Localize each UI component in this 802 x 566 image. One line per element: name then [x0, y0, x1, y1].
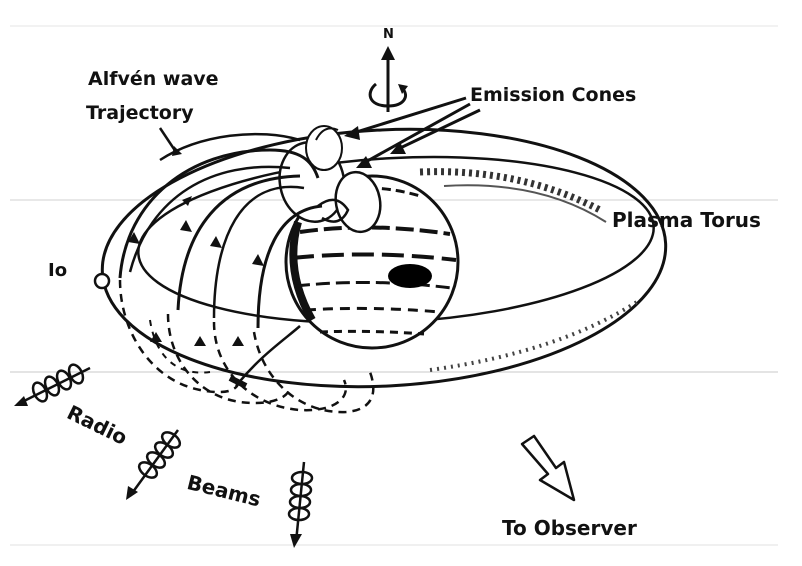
north-label: N: [383, 28, 394, 41]
trajectory-arrowheads: [128, 196, 264, 346]
alfven-trajectory-lower: [236, 326, 300, 386]
emission-cones-label: Emission Cones: [470, 86, 636, 105]
io-moon: [95, 274, 109, 288]
emission-arrow-head: [356, 156, 372, 168]
alfven-trajectory-lower: [150, 320, 210, 373]
io-label: Io: [48, 262, 67, 280]
radio-beam-1: [14, 362, 90, 406]
trajectory-label: Trajectory: [86, 104, 194, 123]
great-red-spot: [388, 264, 432, 288]
north-arrow-head: [381, 46, 395, 60]
radio-beam-2: [126, 429, 183, 500]
to-observer-arrow: [522, 436, 574, 500]
radio-beam-3: [289, 462, 312, 548]
torus-shading: [444, 185, 606, 222]
alfven-wave-label: Alfvén wave: [88, 70, 219, 89]
alfven-trajectory-lower: [230, 378, 246, 386]
plasma-torus-label: Plasma Torus: [612, 210, 761, 230]
to-observer-label: To Observer: [502, 518, 637, 538]
